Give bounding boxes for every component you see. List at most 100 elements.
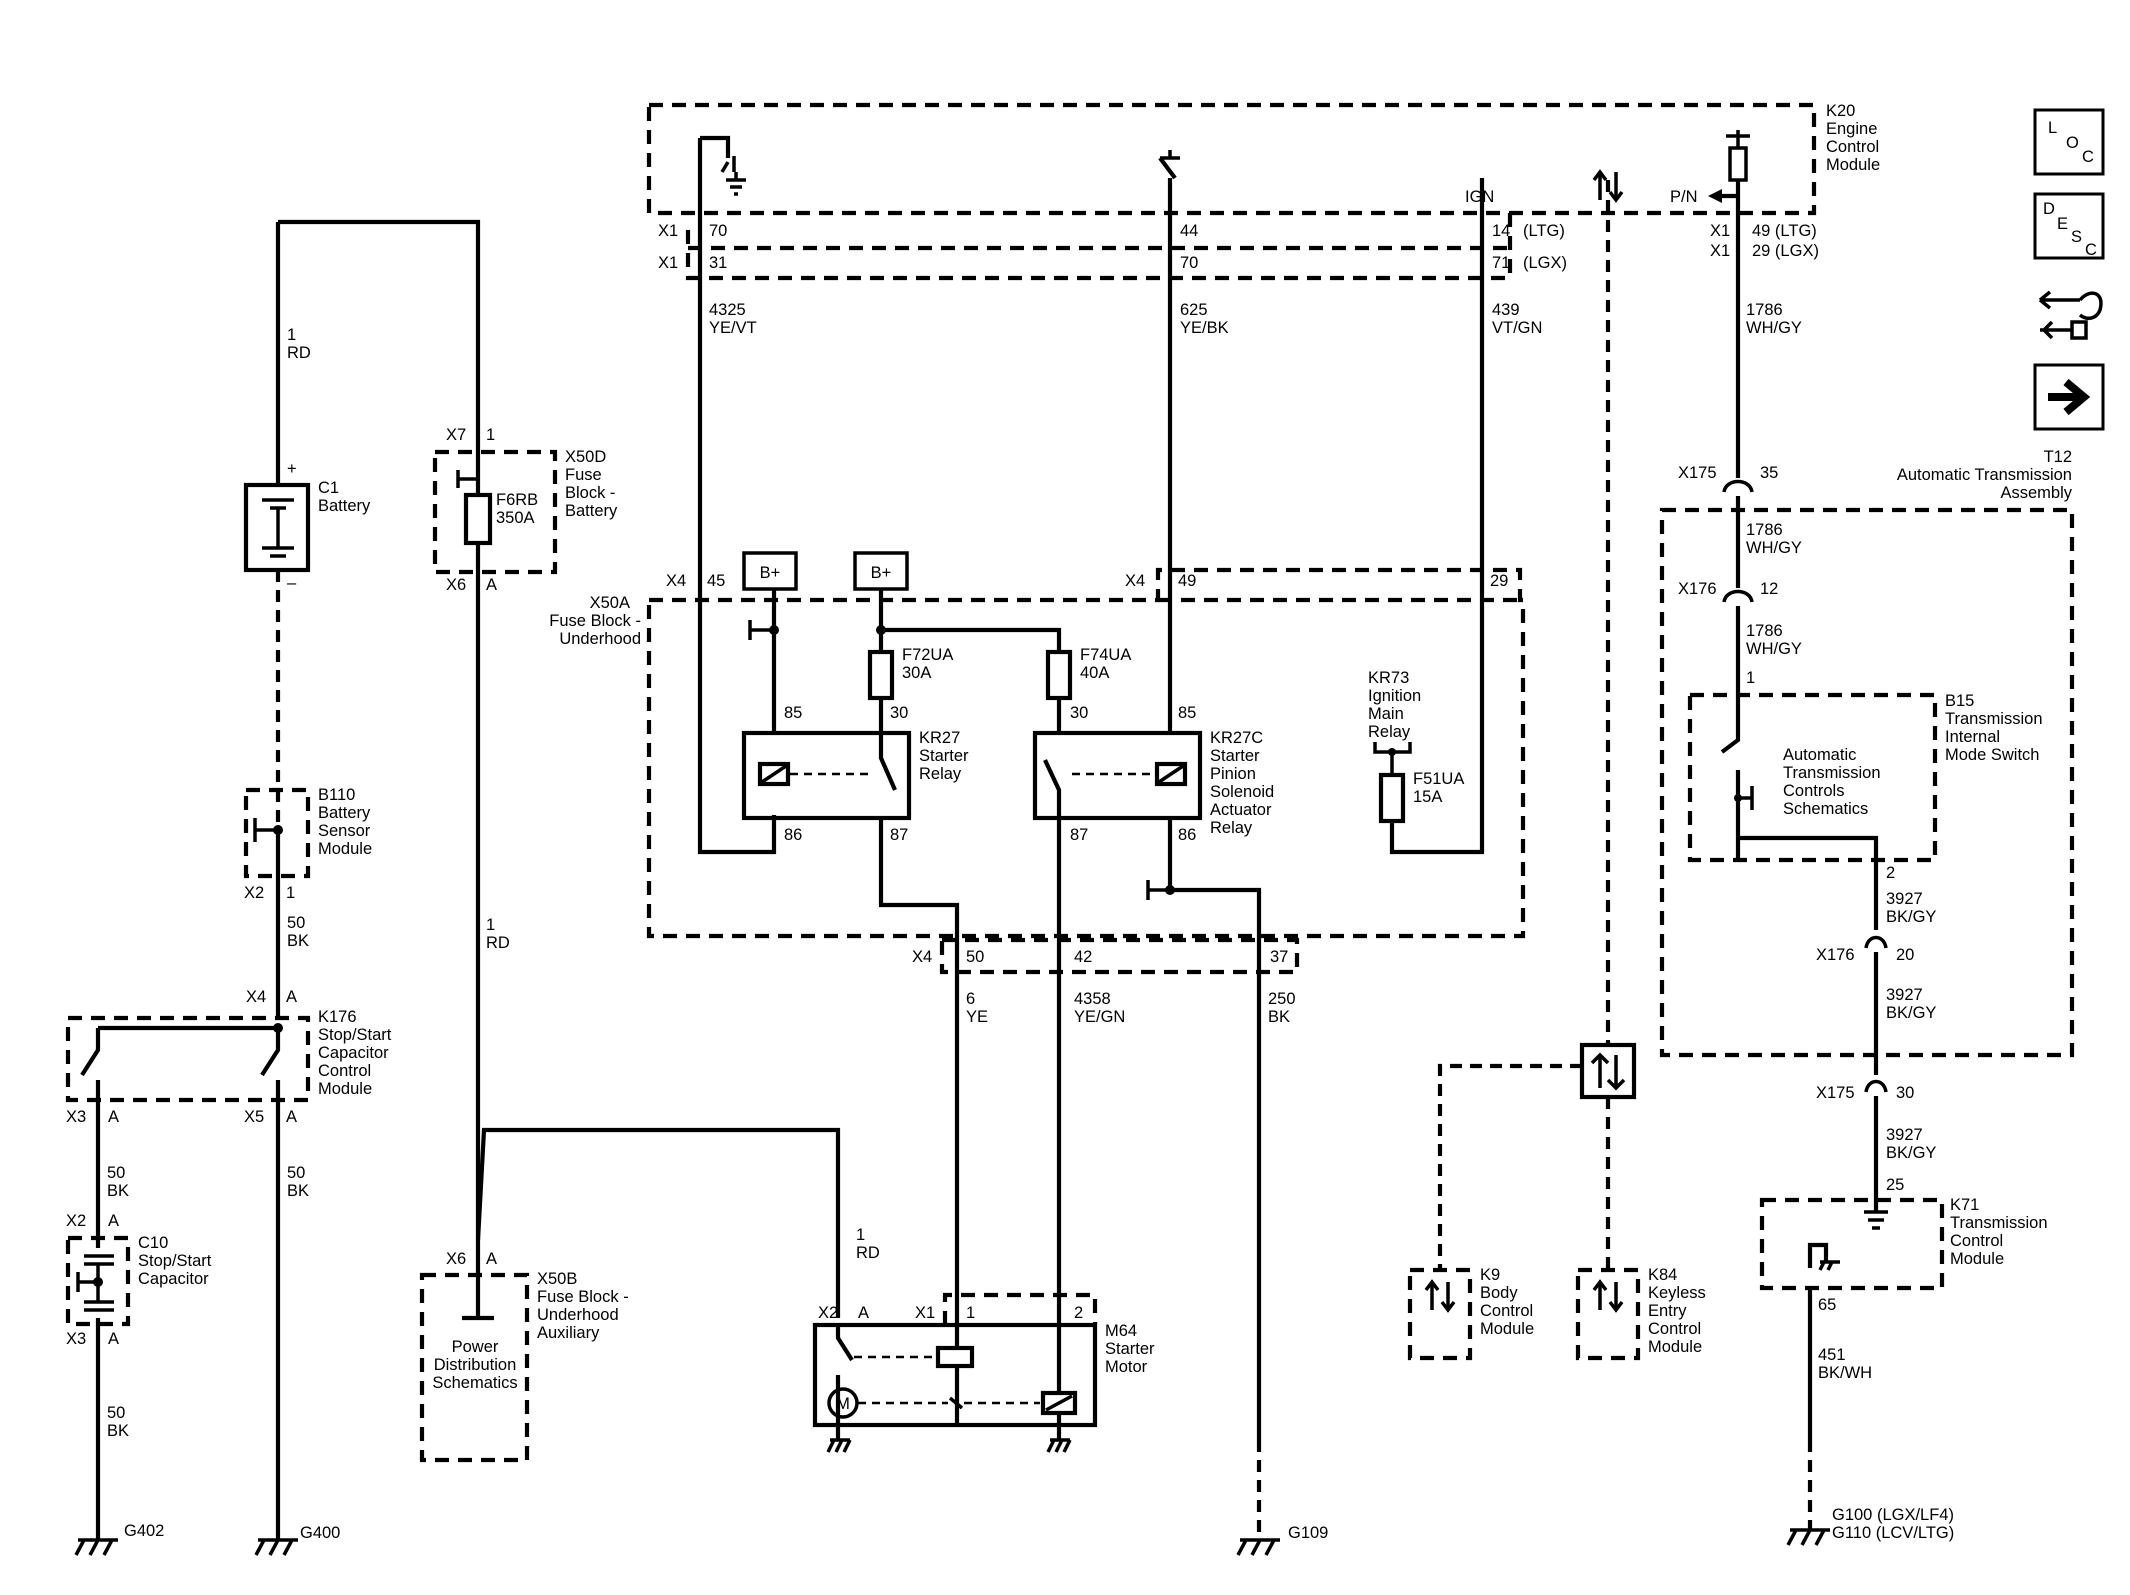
k176-x4-label: X4	[246, 988, 266, 1006]
svg-text:4358: 4358	[1074, 990, 1111, 1008]
svg-text:Module: Module	[1480, 1320, 1534, 1338]
svg-text:Starter: Starter	[1105, 1340, 1155, 1358]
x176-label-b: X176	[1816, 946, 1855, 964]
k176-x3-pin: A	[108, 1108, 119, 1126]
svg-text:RD: RD	[486, 934, 510, 952]
k20-pn-label: P/N	[1670, 188, 1698, 206]
svg-text:VT/GN: VT/GN	[1492, 319, 1542, 337]
m64-x1-label: X1	[915, 1304, 935, 1322]
desc-letter-c: C	[2085, 241, 2097, 259]
kr27-pin-85: 85	[784, 704, 802, 722]
k20-pin-14: 14	[1492, 222, 1510, 240]
svg-text:Stop/Start: Stop/Start	[318, 1026, 392, 1044]
svg-text:G110 (LCV/LTG): G110 (LCV/LTG)	[1832, 1524, 1954, 1542]
m64-starter-motor: X2 A X1 1 2 M64 Starter Motor M	[812, 1292, 1155, 1453]
c10-x2-label: X2	[66, 1212, 86, 1230]
k20-pin-70: 70	[709, 222, 727, 240]
kr73-ignition-main-relay: KR73 Ignition Main Relay F51UA 15A	[1368, 178, 1485, 855]
svg-text:C1: C1	[318, 479, 339, 497]
c1-plus-label: +	[287, 460, 297, 478]
x175-pin-30: 30	[1896, 1084, 1914, 1102]
svg-text:B+: B+	[871, 564, 892, 582]
svg-text:1: 1	[287, 326, 296, 344]
c10-x3-pin: A	[108, 1330, 119, 1348]
b15-transmission-internal-mode-switch: B15 Transmission Internal Mode Switch Au…	[1687, 692, 2043, 1200]
svg-text:BK: BK	[107, 1182, 129, 1200]
svg-text:350A: 350A	[496, 509, 535, 527]
svg-text:Internal: Internal	[1945, 728, 2000, 746]
k20-pin-70b: 70	[1180, 254, 1198, 272]
x176-pin-20: 20	[1896, 946, 1914, 964]
svg-text:Power: Power	[452, 1338, 499, 1356]
diagnostic-tool-icon[interactable]	[2038, 290, 2103, 340]
svg-text:4325: 4325	[709, 301, 746, 319]
wire-1-rd-m64: 1RD	[856, 1226, 880, 1262]
svg-text:WH/GY: WH/GY	[1746, 539, 1802, 557]
svg-text:YE: YE	[966, 1008, 988, 1026]
x176-pin-12: 12	[1760, 580, 1778, 598]
x50d-x7-pin: 1	[486, 426, 495, 444]
svg-text:Relay: Relay	[1210, 819, 1253, 837]
k176-x3-label: X3	[66, 1108, 86, 1126]
svg-text:Fuse Block -: Fuse Block -	[549, 612, 641, 630]
svg-text:50: 50	[287, 914, 305, 932]
wire-1-rd-mid: 1RD	[486, 916, 510, 952]
kr27c-pin-85: 85	[1178, 704, 1196, 722]
svg-text:Sensor: Sensor	[318, 822, 371, 840]
wire-6-ye: 6YE	[966, 990, 988, 1026]
svg-text:250: 250	[1268, 990, 1296, 1008]
svg-text:X50B: X50B	[537, 1270, 577, 1288]
t12-automatic-transmission-assembly: T12 Automatic Transmission Assembly X175…	[1659, 260, 2075, 1058]
svg-text:50: 50	[107, 1404, 125, 1422]
x4-pin-50: 50	[966, 948, 984, 966]
k20-x1-label-d: X1	[1710, 242, 1730, 260]
m64-pin-2: 2	[1074, 1304, 1083, 1322]
kr27c-pin-30: 30	[1070, 704, 1088, 722]
svg-text:6: 6	[966, 990, 975, 1008]
svg-text:Capacitor: Capacitor	[318, 1044, 389, 1062]
k84-keyless-entry-control-module: K84 Keyless Entry Control Module	[1575, 1266, 1706, 1361]
k71-transmission-control-module: K71 Transmission Control Module 65 451BK…	[1759, 1196, 2048, 1440]
svg-text:1: 1	[486, 916, 495, 934]
svg-text:Engine: Engine	[1826, 120, 1877, 138]
x4-lower-label: X4	[912, 948, 932, 966]
b110-pin-1: 1	[286, 884, 295, 902]
svg-text:Automatic: Automatic	[1783, 746, 1856, 764]
k20-ign-label: IGN	[1465, 188, 1494, 206]
svg-text:YE/GN: YE/GN	[1074, 1008, 1125, 1026]
c10-x2-pin: A	[108, 1212, 119, 1230]
ground-g109: G109	[1236, 1440, 1328, 1556]
svg-text:Stop/Start: Stop/Start	[138, 1252, 212, 1270]
svg-text:Module: Module	[1826, 156, 1880, 174]
svg-text:1786: 1786	[1746, 521, 1783, 539]
svg-text:50: 50	[287, 1164, 305, 1182]
svg-text:Module: Module	[318, 1080, 372, 1098]
svg-text:M64: M64	[1105, 1322, 1137, 1340]
svg-text:KR27: KR27	[919, 729, 960, 747]
desc-icon[interactable]: D E S C	[2033, 192, 2105, 260]
kr27c-starter-pinion-solenoid-actuator-relay: KR27C Starter Pinion Solenoid Actuator R…	[1032, 729, 1274, 837]
svg-text:625: 625	[1180, 301, 1208, 319]
next-arrow-icon[interactable]	[2033, 363, 2105, 431]
kr27-pin-87: 87	[890, 826, 908, 844]
bplus-terminal-2: B+	[853, 551, 909, 591]
kr27-pin-86: 86	[784, 826, 802, 844]
loc-icon[interactable]: L O C	[2033, 108, 2105, 176]
k176-stop-start-capacitor-control-module: X4 A K176 Stop/Start Capacitor Control M…	[65, 988, 392, 1540]
x175-label-a: X175	[1678, 464, 1717, 482]
kr27c-pin-87: 87	[1070, 826, 1088, 844]
kr27c-pin-86: 86	[1178, 826, 1196, 844]
svg-text:K71: K71	[1950, 1196, 1979, 1214]
